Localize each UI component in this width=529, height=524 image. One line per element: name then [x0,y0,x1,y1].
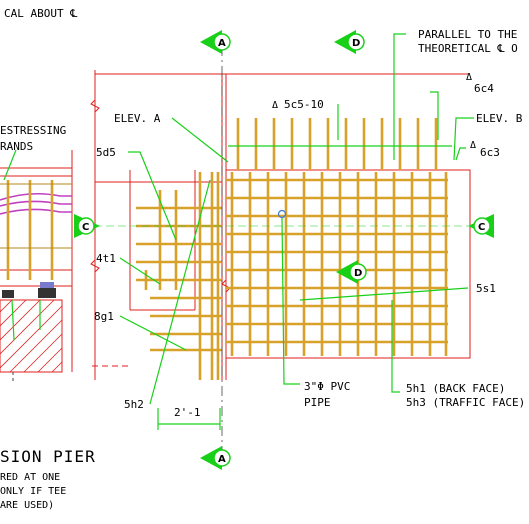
pier-section [0,149,73,384]
section-marker-a-top: A [200,30,231,54]
delta-5c5-10: Δ [272,100,278,111]
label-4t1: 4t1 [96,252,116,265]
svg-text:A: A [218,38,226,49]
label-elev-a: ELEV. A [114,112,161,125]
parallel-label-2: THEORETICAL ℄ O [418,42,518,55]
label-5d5: 5d5 [96,146,116,159]
label-pvc-1: 3"Φ PVC [304,380,350,393]
rebar-grid-left [136,172,222,380]
leader-lines [82,33,474,450]
section-marker-c-right: C [468,214,494,238]
svg-text:D: D [354,268,362,279]
label-5h2: 5h2 [124,398,144,411]
label-6c4: 6c4 [474,82,494,95]
prestress-label-1: ESTRESSING [0,124,66,137]
dimension-2-1: 2'-1 [174,406,201,419]
svg-text:C: C [478,222,485,233]
svg-text:C: C [82,222,89,233]
label-8g1: 8g1 [94,310,114,323]
pier-note-1: RED AT ONE [0,472,60,483]
section-marker-a-bottom: A [200,446,231,470]
label-5h1: 5h1 (BACK FACE) [406,382,505,395]
label-5c5-10: 5c5-10 [284,98,324,111]
label-5h3: 5h3 (TRAFFIC FACE) [406,396,525,409]
section-marker-d-mid: D [336,260,367,284]
section-marker-d-top: D [334,30,365,54]
pier-note-3: ARE USED) [0,500,54,511]
label-pvc-2: PIPE [304,396,331,409]
rebar-grid-right [226,118,448,356]
svg-text:D: D [352,38,360,49]
section-marker-c-left: C [74,214,100,238]
pier-note-2: ONLY IF TEE [0,486,66,497]
pier-title: SION PIER [0,447,96,466]
delta-6c3: Δ [470,140,476,151]
top-left-label: CAL ABOUT ℄ [4,7,77,20]
prestress-label-2: RANDS [0,140,33,153]
delta-6c4: Δ [466,72,472,83]
label-elev-b: ELEV. B [476,112,523,125]
label-6c3: 6c3 [480,146,500,159]
parallel-label-1: PARALLEL TO THE [418,28,517,41]
svg-text:A: A [218,454,226,465]
label-5s1: 5s1 [476,282,496,295]
